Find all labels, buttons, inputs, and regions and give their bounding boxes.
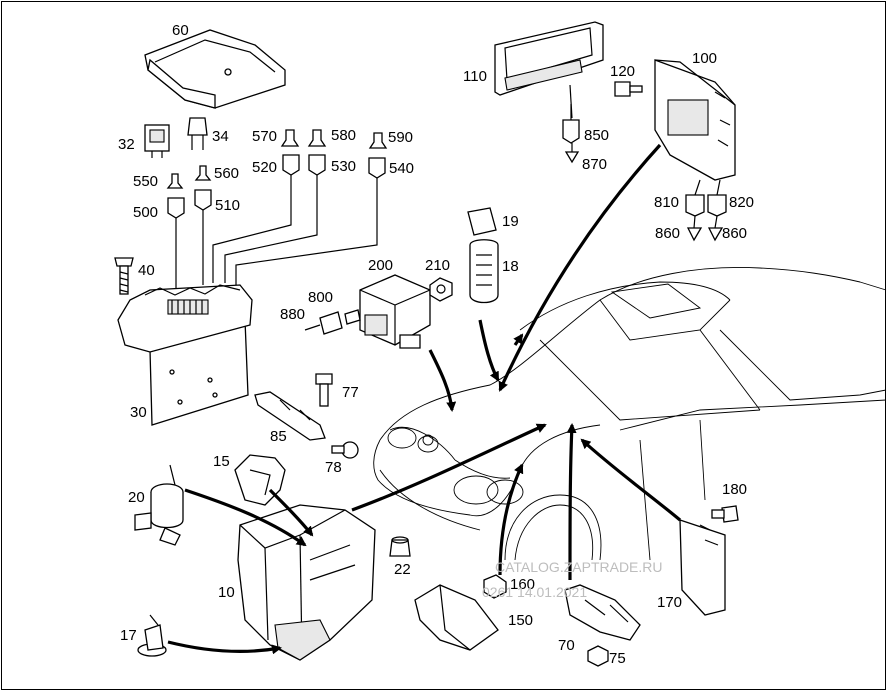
label-860-left: 860 bbox=[655, 225, 680, 242]
part-160-nut bbox=[483, 574, 507, 599]
part-32-relay bbox=[144, 124, 170, 158]
label-70: 70 bbox=[558, 637, 575, 654]
part-120-bolt bbox=[614, 81, 643, 97]
part-22-nut bbox=[389, 536, 411, 557]
part-100-control-module bbox=[654, 59, 736, 181]
car-outline bbox=[373, 267, 887, 561]
part-75-nut bbox=[587, 645, 609, 667]
label-110: 110 bbox=[463, 68, 487, 85]
part-170-module bbox=[679, 519, 726, 616]
part-200-relay bbox=[359, 274, 431, 349]
part-10-reservoir bbox=[237, 504, 376, 661]
part-17-grommet bbox=[137, 614, 167, 657]
watermark-line-1: CATALOG.ZAPTRADE.RU bbox=[495, 559, 663, 575]
label-150: 150 bbox=[508, 612, 533, 629]
label-540: 540 bbox=[389, 160, 414, 177]
label-17: 17 bbox=[120, 627, 137, 644]
label-100: 100 bbox=[692, 50, 717, 67]
label-30: 30 bbox=[130, 404, 147, 421]
part-19-18-cover bbox=[467, 207, 499, 304]
label-870: 870 bbox=[582, 156, 607, 173]
watermark-line-2: 0261 14.01.2021 bbox=[482, 584, 587, 600]
label-60: 60 bbox=[172, 22, 189, 39]
watermark: CATALOG.ZAPTRADE.RU 0261 14.01.2021 bbox=[482, 559, 663, 600]
location-arrows bbox=[167, 143, 682, 655]
part-40-bolt bbox=[114, 257, 134, 295]
label-75: 75 bbox=[609, 650, 626, 667]
part-85-bracket bbox=[254, 391, 326, 441]
part-210-nut bbox=[429, 277, 453, 302]
leader-lines bbox=[570, 104, 721, 229]
part-77-screw bbox=[315, 373, 333, 407]
label-40: 40 bbox=[138, 262, 155, 279]
label-810: 810 bbox=[654, 194, 679, 211]
label-180: 180 bbox=[722, 481, 747, 498]
label-20: 20 bbox=[128, 489, 145, 506]
label-10: 10 bbox=[218, 584, 235, 601]
label-510: 510 bbox=[215, 197, 240, 214]
label-530: 530 bbox=[331, 158, 356, 175]
label-210: 210 bbox=[425, 257, 450, 274]
label-570: 570 bbox=[252, 128, 277, 145]
label-160: 160 bbox=[510, 576, 535, 593]
part-70-bracket bbox=[564, 584, 641, 641]
label-560: 560 bbox=[214, 165, 239, 182]
label-120: 120 bbox=[610, 63, 635, 80]
part-110-control-bracket bbox=[494, 21, 604, 119]
part-800-880-connector bbox=[304, 309, 361, 335]
part-78-bolt bbox=[331, 441, 359, 459]
label-820: 820 bbox=[729, 194, 754, 211]
part-34-fuse bbox=[187, 117, 208, 150]
label-520: 520 bbox=[252, 159, 277, 176]
label-170: 170 bbox=[657, 594, 682, 611]
label-550: 550 bbox=[133, 173, 158, 190]
label-800: 800 bbox=[308, 289, 333, 306]
label-860-right: 860 bbox=[722, 225, 747, 242]
label-32: 32 bbox=[118, 136, 135, 153]
part-150-cover bbox=[414, 584, 499, 651]
part-60-fuse-box-cover bbox=[144, 29, 286, 109]
label-77: 77 bbox=[342, 384, 359, 401]
label-850: 850 bbox=[584, 127, 609, 144]
small-fuse-connectors bbox=[166, 129, 388, 290]
label-18: 18 bbox=[502, 258, 519, 275]
label-85: 85 bbox=[270, 428, 287, 445]
label-78: 78 bbox=[325, 459, 342, 476]
label-580: 580 bbox=[331, 127, 356, 144]
label-590: 590 bbox=[388, 129, 413, 146]
label-500: 500 bbox=[133, 204, 158, 221]
part-20-pump bbox=[134, 464, 184, 546]
part-180-screw bbox=[711, 505, 739, 523]
label-19: 19 bbox=[502, 213, 519, 230]
label-34: 34 bbox=[212, 128, 229, 145]
label-22: 22 bbox=[394, 561, 411, 578]
label-200: 200 bbox=[368, 257, 393, 274]
part-30-fuse-relay-box bbox=[117, 284, 253, 426]
label-880: 880 bbox=[280, 306, 305, 323]
part-labels: 60 32 34 570 580 590 520 530 540 550 560… bbox=[118, 22, 754, 667]
label-15: 15 bbox=[213, 453, 230, 470]
